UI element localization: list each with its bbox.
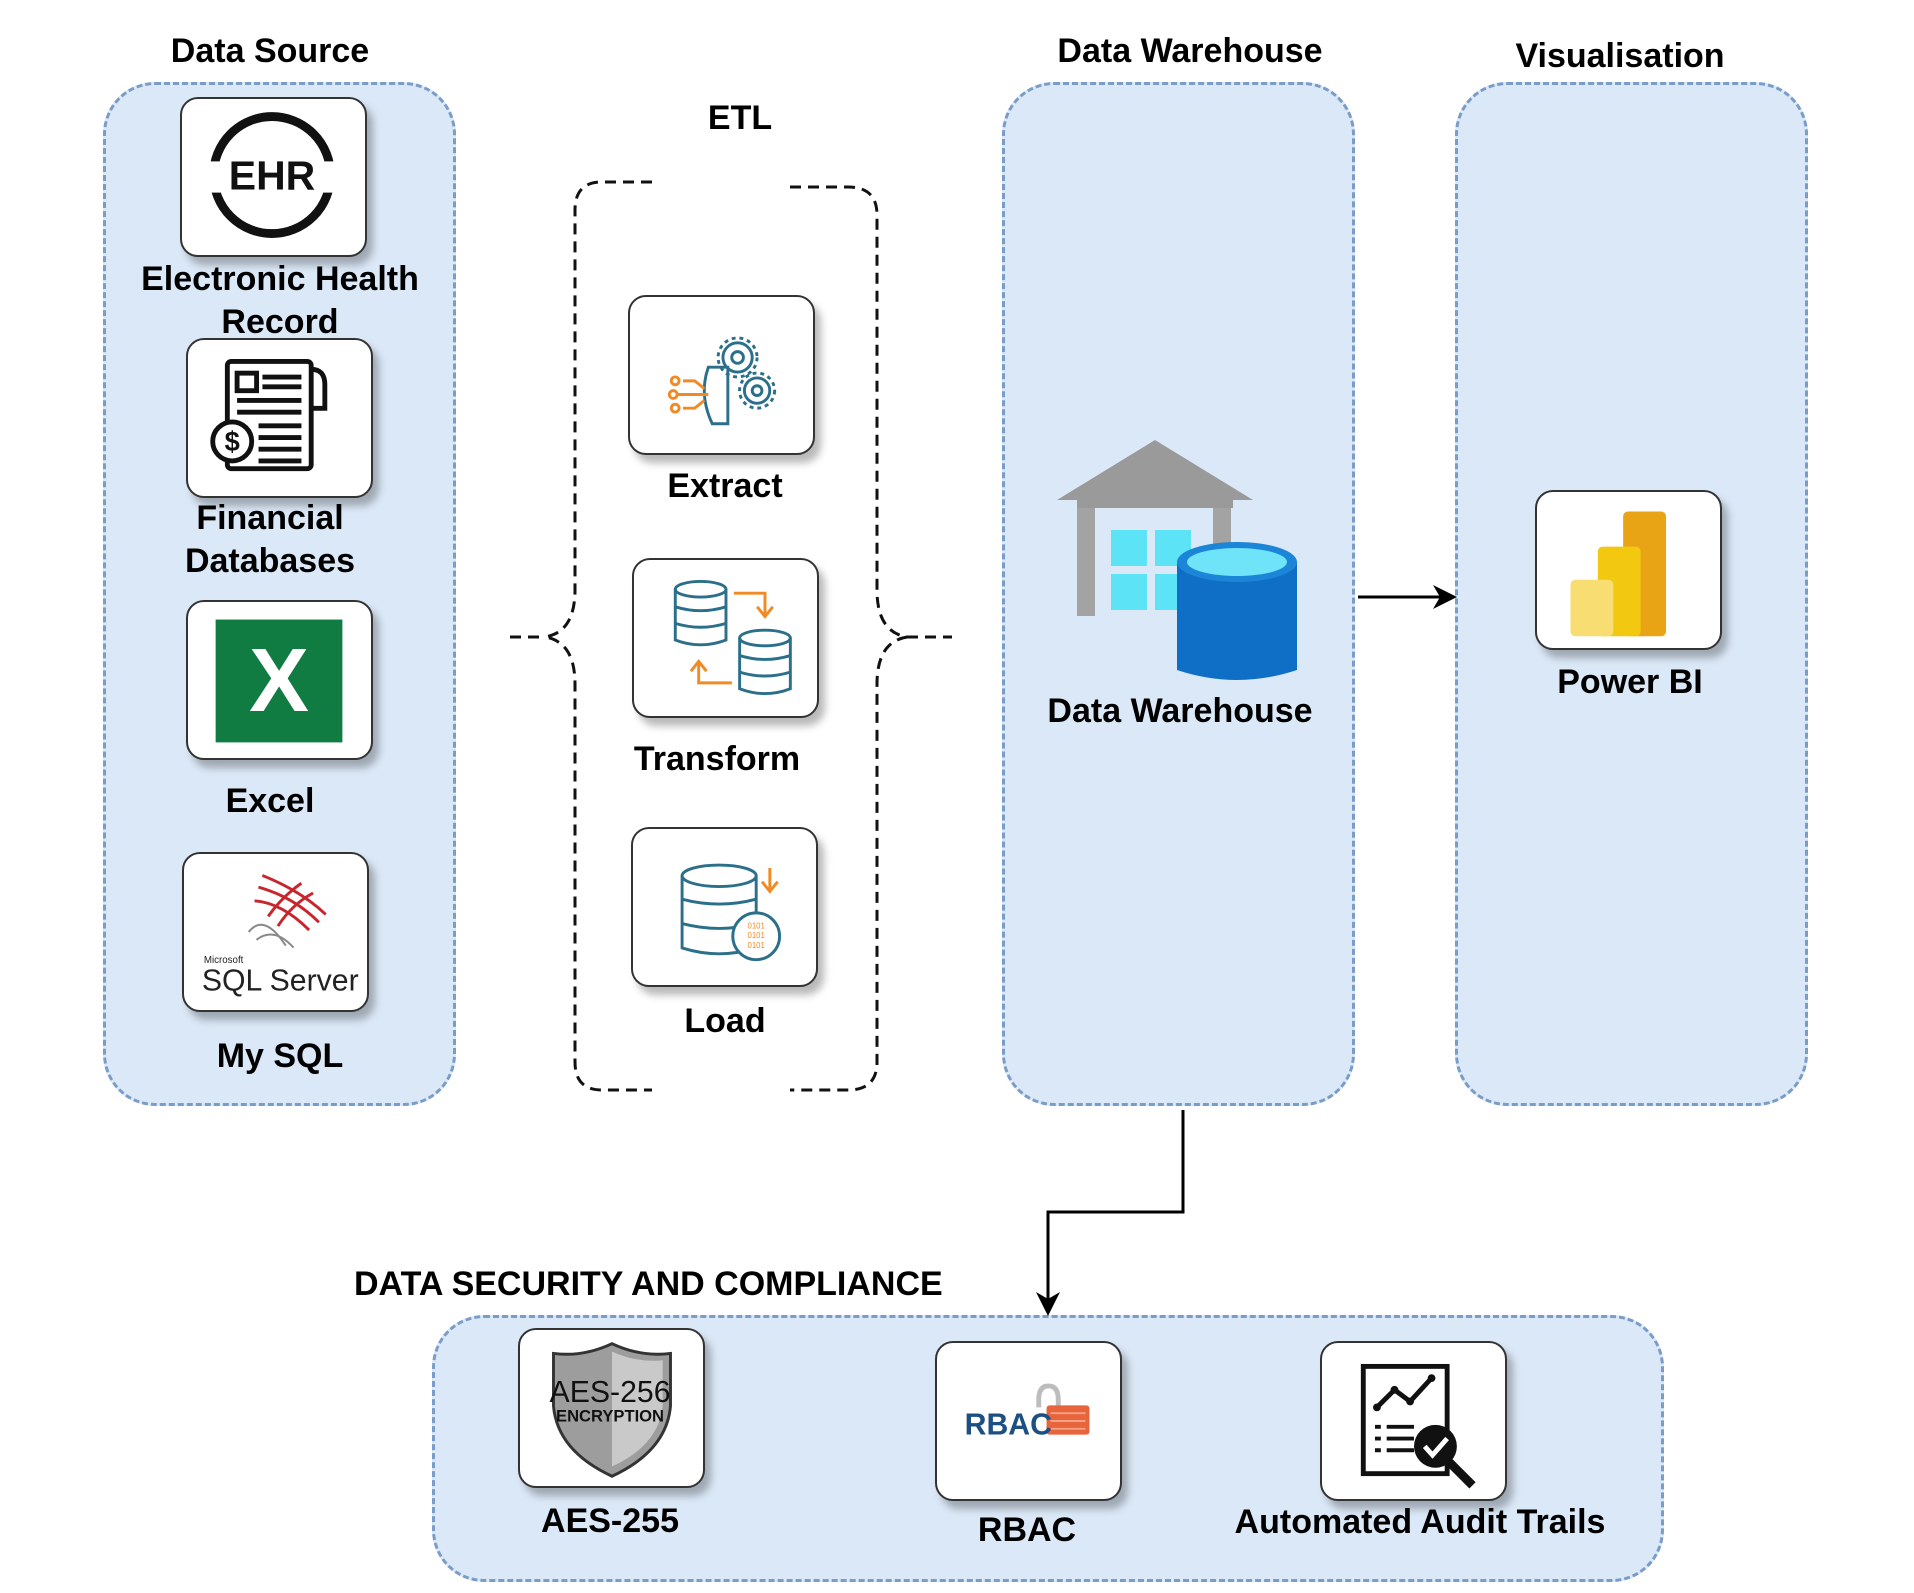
security-title: DATA SECURITY AND COMPLIANCE bbox=[354, 1265, 943, 1303]
rbac-lock-icon: RBAC bbox=[965, 1383, 1090, 1442]
arrowhead-to-visualisation bbox=[1433, 585, 1457, 609]
extract-card[interactable] bbox=[628, 295, 815, 455]
extract-gears-icon bbox=[667, 336, 777, 426]
financial-report-icon: $ bbox=[210, 359, 328, 472]
svg-text:AES-256: AES-256 bbox=[550, 1376, 671, 1409]
mysql-label: My SQL bbox=[216, 1037, 344, 1075]
ehr-label: Electronic Health Record bbox=[141, 260, 419, 341]
power-bi-icon bbox=[1570, 511, 1667, 637]
power-bi-card[interactable] bbox=[1535, 490, 1722, 650]
aes-card[interactable]: AES-256 ENCRYPTION bbox=[518, 1328, 705, 1488]
ehr-card[interactable]: EHR bbox=[180, 97, 367, 257]
svg-text:X: X bbox=[249, 631, 309, 731]
data-source-title: Data Source bbox=[170, 32, 370, 70]
data-warehouse-icon bbox=[1057, 440, 1297, 680]
financial-databases-label: Financial Databases bbox=[184, 499, 356, 580]
svg-text:0101: 0101 bbox=[748, 941, 765, 950]
svg-text:RBAC: RBAC bbox=[965, 1409, 1052, 1442]
transform-databases-icon bbox=[673, 579, 792, 696]
load-label: Load bbox=[684, 1002, 766, 1040]
excel-icon: X bbox=[215, 619, 343, 743]
audit-trails-label: Automated Audit Trails bbox=[1234, 1503, 1606, 1541]
power-bi-label: Power BI bbox=[1557, 663, 1703, 701]
ehr-logo-icon: EHR bbox=[203, 112, 341, 238]
sql-server-card[interactable]: Microsoft SQL Server bbox=[182, 852, 369, 1012]
svg-text:0101: 0101 bbox=[748, 921, 765, 930]
data-warehouse-title: Data Warehouse bbox=[1057, 32, 1323, 70]
arrowhead-to-security bbox=[1036, 1292, 1060, 1316]
audit-trails-card[interactable] bbox=[1320, 1341, 1507, 1501]
transform-label: Transform bbox=[633, 740, 801, 778]
rbac-label: RBAC bbox=[977, 1511, 1077, 1549]
rbac-card[interactable]: RBAC bbox=[935, 1341, 1122, 1501]
aes-label: AES-255 bbox=[541, 1502, 679, 1540]
load-database-icon: 0101 0101 0101 bbox=[680, 863, 782, 962]
data-warehouse-label: Data Warehouse bbox=[1047, 692, 1313, 730]
audit-report-icon bbox=[1360, 1363, 1476, 1489]
svg-text:$: $ bbox=[225, 426, 240, 457]
svg-text:EHR: EHR bbox=[229, 153, 315, 199]
svg-text:Microsoft: Microsoft bbox=[204, 955, 244, 966]
sql-server-icon: Microsoft SQL Server bbox=[202, 874, 359, 998]
extract-label: Extract bbox=[667, 467, 783, 505]
financial-databases-card[interactable]: $ bbox=[186, 338, 373, 498]
etl-title: ETL bbox=[707, 99, 773, 137]
svg-text:ENCRYPTION: ENCRYPTION bbox=[556, 1407, 664, 1426]
transform-card[interactable] bbox=[632, 558, 819, 718]
load-card[interactable]: 0101 0101 0101 bbox=[631, 827, 818, 987]
svg-text:0101: 0101 bbox=[748, 931, 765, 940]
aes-shield-icon: AES-256 ENCRYPTION bbox=[550, 1342, 672, 1478]
visualisation-title: Visualisation bbox=[1515, 37, 1725, 75]
svg-text:SQL Server: SQL Server bbox=[202, 965, 359, 998]
excel-label: Excel bbox=[225, 782, 315, 820]
excel-card[interactable]: X bbox=[186, 600, 373, 760]
